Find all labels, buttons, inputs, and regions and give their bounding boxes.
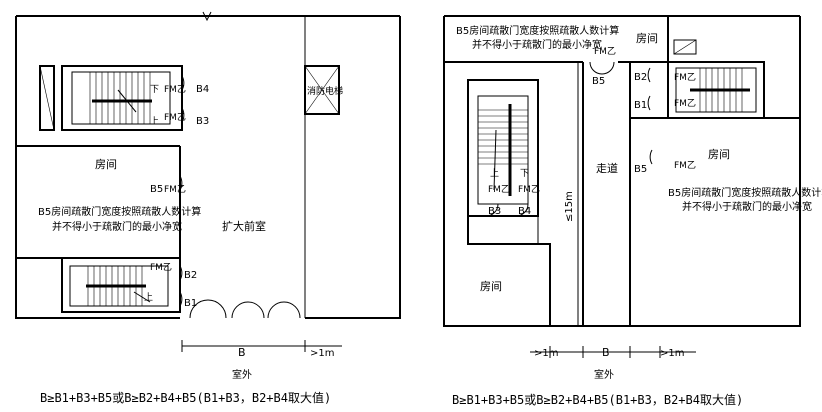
- right-label-b4: B4: [518, 206, 531, 217]
- right-label-fm-b4: FM乙: [518, 184, 540, 195]
- left-upper-stair-treads: [89, 72, 151, 124]
- right-label-fm-b1: FM乙: [674, 98, 696, 109]
- left-shaft-cross: [39, 65, 55, 131]
- left-plan: B4 B3 FM乙 FM乙 下 上 房间 B5 FM乙 B5房间疏散门宽度按照疏…: [15, 11, 401, 405]
- right-door-b4-swing: [515, 203, 529, 217]
- right-note2-line1: B5房间疏散门宽度按照疏散人数计算: [668, 186, 822, 199]
- right-label-fm-b5: FM乙: [674, 160, 696, 171]
- right-label-fm-b3: FM乙: [488, 184, 510, 195]
- right-formula: B≥B1+B3+B5或B≥B2+B4+B5(B1+B3，B2+B4取大值): [452, 392, 743, 407]
- left-door-b2-swing: [179, 265, 183, 281]
- left-elevator-shaft: [304, 65, 340, 115]
- right-label-b5-mid: B5: [634, 164, 647, 175]
- right-label-room-right: 房间: [708, 148, 730, 161]
- right-note-line2: 并不得小于疏散门的最小净宽: [472, 38, 602, 51]
- left-lower-stair-arrow: [133, 291, 151, 303]
- right-label-room-bottom: 房间: [480, 280, 502, 293]
- left-label-elevator: 消防电梯: [307, 85, 343, 97]
- right-label-fm-top: FM乙: [594, 46, 616, 57]
- left-label-b4: B4: [196, 84, 209, 95]
- left-exit-doors: [189, 299, 301, 319]
- left-lower-stair-inner: [69, 265, 169, 307]
- right-label-up: 上: [490, 168, 499, 179]
- left-label-room: 房间: [95, 158, 117, 171]
- right-door-b5-top-swing-1: [589, 61, 603, 75]
- left-break-mark: [202, 11, 212, 22]
- right-left-stair-enclosure: [467, 79, 539, 217]
- right-label-down: 下: [520, 169, 529, 179]
- right-dim-1m-right: >1m: [660, 348, 684, 359]
- left-outer-wall: [15, 16, 180, 319]
- right-left-stair-inner: [477, 95, 529, 205]
- left-label-b5: B5: [150, 184, 163, 195]
- right-bottom-room-wall: [467, 216, 551, 326]
- left-label-b3: B3: [196, 116, 209, 127]
- right-door-b1-swing: [647, 95, 651, 111]
- right-label-b2: B2: [634, 72, 647, 83]
- left-label-fm2: FM乙: [164, 112, 186, 123]
- right-note-line1: B5房间疏散门宽度按照疏散人数计算: [456, 24, 619, 37]
- left-dim-b: B: [238, 346, 246, 359]
- right-plan: B5房间疏散门宽度按照疏散人数计算 并不得小于疏散门的最小净宽 房间 FM乙 B…: [443, 15, 822, 407]
- left-label-up2: 上: [144, 292, 153, 303]
- left-note-line1: B5房间疏散门宽度按照疏散人数计算: [38, 205, 201, 218]
- left-label-b1: B1: [184, 298, 197, 309]
- right-note2-line2: 并不得小于疏散门的最小净宽: [682, 200, 812, 213]
- left-upper-stair-arrow: [117, 89, 137, 113]
- right-door-b5-mid-swing: [649, 149, 653, 165]
- right-upper-stair-inner: [675, 67, 757, 113]
- left-formula: B≥B1+B3+B5或B≥B2+B4+B5(B1+B3，B2+B4取大值): [40, 390, 331, 405]
- right-label-outdoor: 室外: [594, 368, 614, 381]
- right-label-fm-b2: FM乙: [674, 72, 696, 83]
- left-door-b1-swing: [179, 291, 183, 307]
- right-label-b5-top: B5: [592, 76, 605, 87]
- left-upper-stair-enclosure: [61, 65, 183, 131]
- right-label-room-top: 房间: [636, 32, 658, 45]
- right-label-b1: B1: [634, 100, 647, 111]
- left-label-down: 下: [150, 85, 159, 95]
- left-upper-stair-inner: [71, 71, 171, 125]
- left-label-fm4: FM乙: [150, 262, 172, 273]
- left-elevator-cross-2: [304, 65, 340, 115]
- left-label-fm3: FM乙: [164, 184, 186, 195]
- left-right-wall: [305, 16, 401, 319]
- right-label-corridor: 走道: [596, 161, 618, 175]
- left-note-line2: 并不得小于疏散门的最小净宽: [52, 220, 182, 233]
- right-door-b3-swing: [485, 203, 499, 217]
- left-label-fm1: FM乙: [164, 84, 186, 95]
- left-shaft: [39, 65, 55, 131]
- right-label-length: ≤15m: [564, 191, 575, 222]
- right-left-stair-treads: [478, 109, 528, 165]
- left-label-b2: B2: [184, 270, 197, 281]
- left-door-b5-swing: [179, 175, 183, 191]
- left-label-up1: 上: [150, 116, 159, 127]
- left-door-b4-swing: [181, 75, 185, 91]
- right-left-stair-arrow: [493, 129, 497, 191]
- left-lower-stair-enclosure: [61, 257, 181, 313]
- right-door-b5-top-swing-2: [601, 61, 615, 75]
- right-label-b3: B3: [488, 206, 501, 217]
- right-door-b2-swing: [647, 67, 651, 83]
- left-label-outdoor: 室外: [232, 368, 252, 381]
- right-top-shaft: [673, 39, 697, 55]
- left-dim-1m: >1m: [310, 348, 334, 359]
- right-outer-wall: [443, 16, 801, 327]
- right-dim-b: B: [602, 346, 610, 359]
- left-label-hall: 扩大前室: [222, 219, 266, 233]
- right-top-shaft-diag: [673, 39, 697, 55]
- right-dim-1m-left: >1m: [534, 348, 558, 359]
- left-door-b3-swing: [181, 107, 185, 123]
